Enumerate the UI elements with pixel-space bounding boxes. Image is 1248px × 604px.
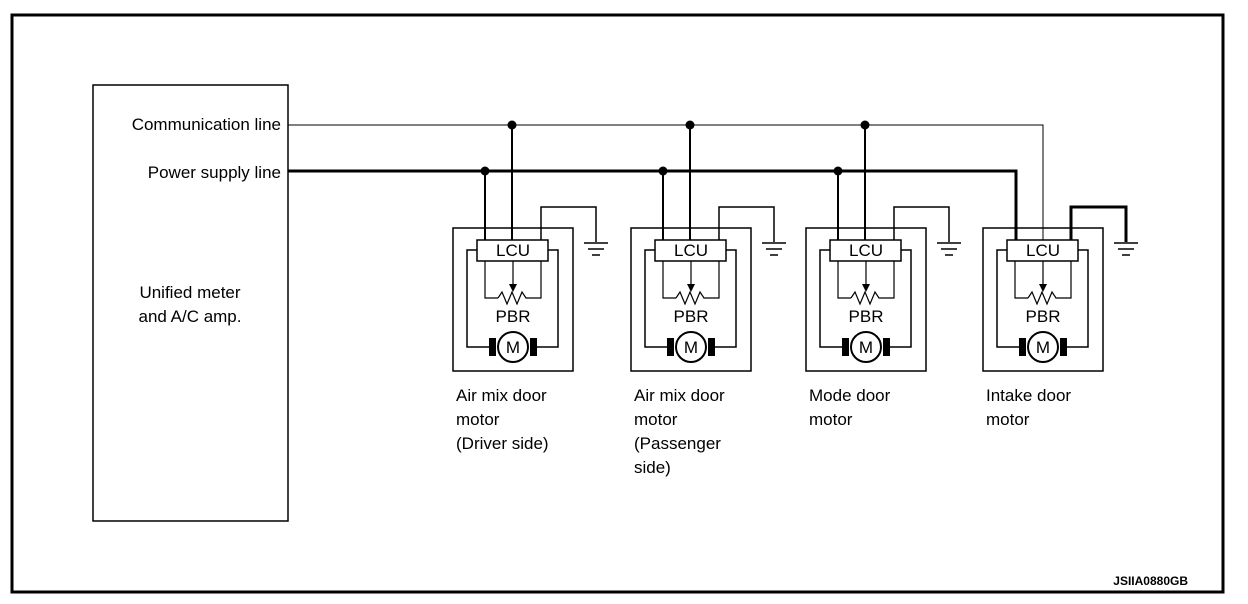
- ground-wire: [1069, 205, 1128, 242]
- communication-line-label: Communication line: [132, 115, 281, 134]
- motor-wire-left: [996, 249, 1021, 348]
- motor-wire-right: [535, 249, 559, 348]
- power-supply-line-label: Power supply line: [148, 163, 281, 182]
- wiper-arrow-icon: [509, 284, 517, 292]
- motor-icon: [489, 331, 537, 363]
- amp-name-line-1: Unified meter: [139, 283, 240, 302]
- figure-code: JSIIA0880GB: [1113, 574, 1188, 588]
- motor-label: M: [506, 338, 520, 357]
- pbr-label: PBR: [849, 307, 884, 326]
- amp-name-line-2: and A/C amp.: [138, 307, 241, 326]
- lcu-label: LCU: [849, 241, 883, 260]
- resistor-icon: [850, 290, 881, 306]
- power-junction-dot: [480, 166, 490, 176]
- amp-box: [92, 84, 289, 522]
- lcu-label: LCU: [496, 241, 530, 260]
- module-caption-line: Mode door: [809, 386, 891, 405]
- motor-icon: [667, 331, 715, 363]
- module-caption-line: motor: [634, 410, 678, 429]
- communication-junction-dot: [860, 120, 870, 130]
- pbr-wire-left: [1014, 261, 1028, 299]
- motor-wire-left: [644, 249, 669, 348]
- wiper-arrow-icon: [687, 284, 695, 292]
- power-junction-dot: [658, 166, 668, 176]
- motor-wire-right: [713, 249, 737, 348]
- resistor-icon: [497, 290, 528, 306]
- communication-junction-dot: [507, 120, 517, 130]
- motor-label: M: [1036, 338, 1050, 357]
- module-caption-line: Air mix door: [456, 386, 547, 405]
- pbr-wire-left: [662, 261, 676, 299]
- lcu-label: LCU: [1026, 241, 1060, 260]
- lcu-label: LCU: [674, 241, 708, 260]
- pbr-label: PBR: [1026, 307, 1061, 326]
- pbr-wire-left: [484, 261, 498, 299]
- communication-junction-dot: [685, 120, 695, 130]
- module-caption-line: motor: [809, 410, 853, 429]
- ground-icon: [1114, 242, 1138, 256]
- module-caption-line: (Passenger: [634, 434, 721, 453]
- module-caption-line: motor: [986, 410, 1030, 429]
- pbr-wire-right: [706, 261, 720, 299]
- pbr-wire-right: [881, 261, 895, 299]
- ground-icon: [584, 242, 608, 256]
- power-junction-dot: [833, 166, 843, 176]
- module-caption-line: (Driver side): [456, 434, 549, 453]
- ground-icon: [762, 242, 786, 256]
- resistor-icon: [1027, 290, 1058, 306]
- motor-icon: [842, 331, 890, 363]
- module-box: [982, 227, 1104, 372]
- ground-icon: [937, 242, 961, 256]
- motor-wire-right: [888, 249, 912, 348]
- wiper-arrow-icon: [862, 284, 870, 292]
- motor-wire-left: [819, 249, 844, 348]
- pbr-wire-right: [1058, 261, 1072, 299]
- motor-icon: [1019, 331, 1067, 363]
- wiper-arrow-icon: [1039, 284, 1047, 292]
- motor-module: LCU PBR M Air mix door motor (Passenger side): [630, 120, 786, 477]
- diagram-frame: [10, 13, 1225, 594]
- motor-label: M: [859, 338, 873, 357]
- communication-line: [288, 124, 1044, 242]
- motor-wire-right: [1065, 249, 1089, 348]
- power-supply-line: [288, 169, 1018, 242]
- pbr-label: PBR: [674, 307, 709, 326]
- pbr-wire-right: [528, 261, 542, 299]
- motor-module: LCU PBR M Mode door motor: [805, 120, 961, 429]
- motor-module: LCU PBR M Intake door motor: [982, 205, 1138, 429]
- module-caption-line: Intake door: [986, 386, 1071, 405]
- ground-wire: [540, 206, 597, 242]
- pbr-wire-left: [837, 261, 851, 299]
- ground-wire: [893, 206, 950, 242]
- motor-label: M: [684, 338, 698, 357]
- resistor-icon: [675, 290, 706, 306]
- module-caption-line: side): [634, 458, 671, 477]
- motor-wire-left: [466, 249, 491, 348]
- module-caption-line: Air mix door: [634, 386, 725, 405]
- ground-wire: [718, 206, 775, 242]
- pbr-label: PBR: [496, 307, 531, 326]
- module-caption-line: motor: [456, 410, 500, 429]
- motor-module: LCU PBR M Air mix door motor (Driver side): [452, 120, 608, 453]
